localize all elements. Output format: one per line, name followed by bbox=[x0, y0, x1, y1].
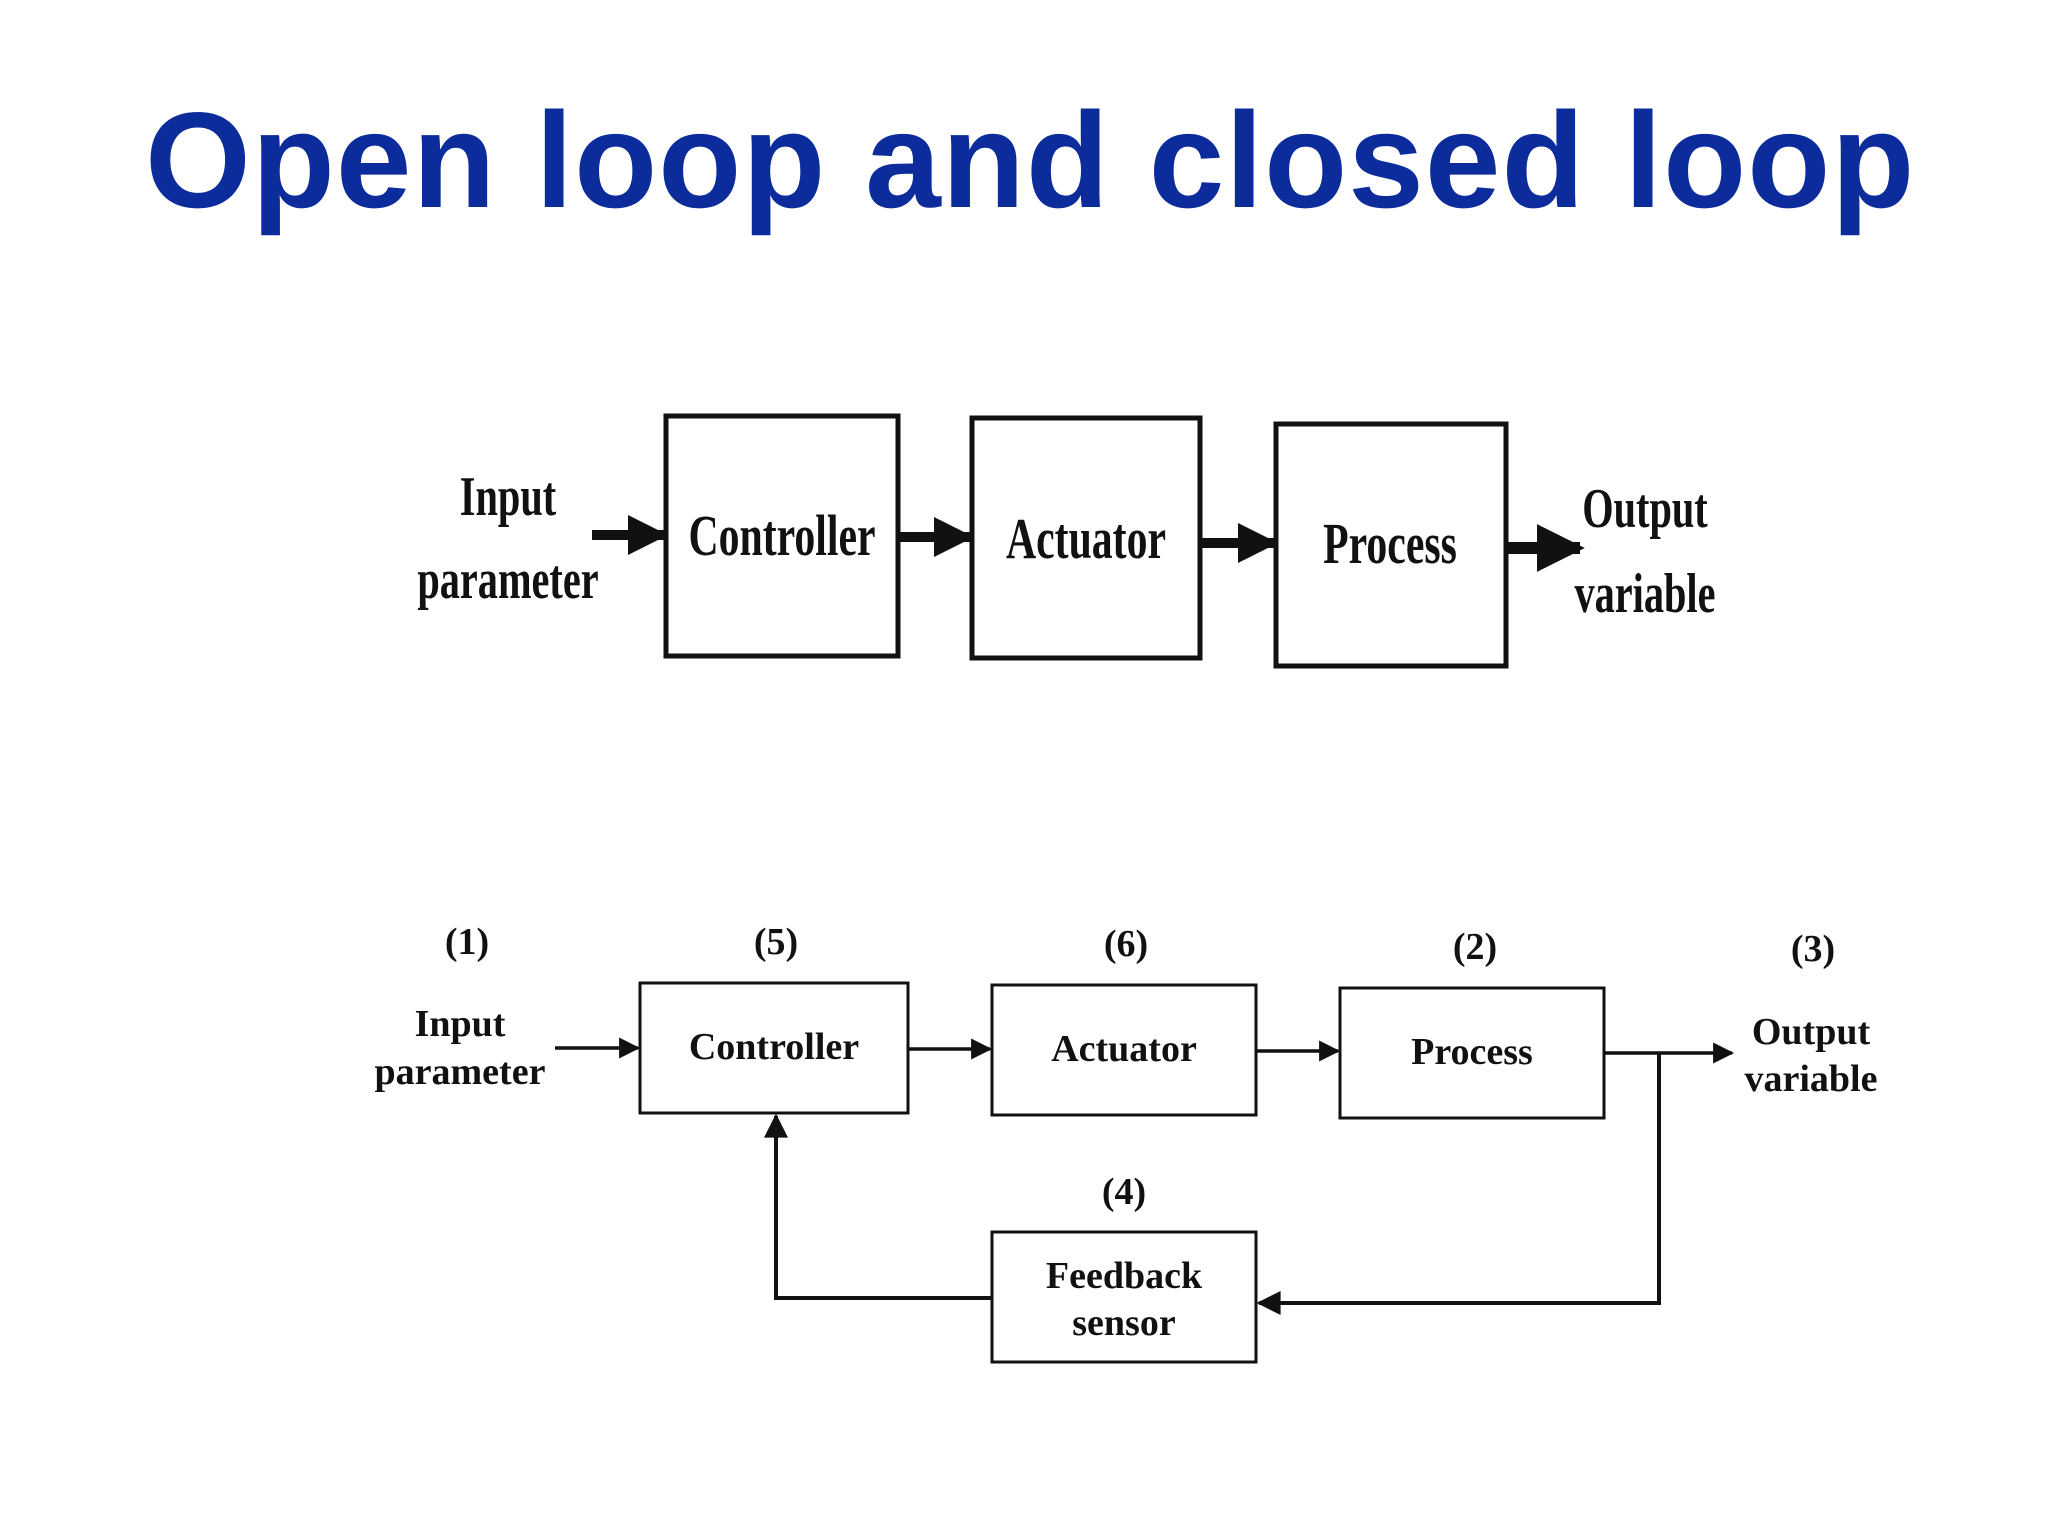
open-input-label-line1: Input bbox=[460, 466, 557, 528]
feedback-sensor-block bbox=[990, 1230, 1258, 1364]
closed-controller-label: Controller bbox=[689, 1026, 859, 1068]
feedback-sensor-label-line1: Feedback bbox=[1046, 1255, 1203, 1297]
feedback-number: (4) bbox=[1102, 1171, 1146, 1213]
open-actuator-label: Actuator bbox=[1006, 506, 1166, 570]
closed-loop-diagram: (1) (5) (6) (2) (3) Input parameter Cont… bbox=[375, 921, 1878, 1364]
open-controller-label: Controller bbox=[688, 503, 875, 567]
closed-output-label-line2: variable bbox=[1745, 1058, 1878, 1100]
feedback-to-controller-line bbox=[764, 1113, 992, 1300]
feedback-return-line bbox=[1256, 1053, 1661, 1315]
feedback-sensor-label-line2: sensor bbox=[1072, 1302, 1176, 1344]
slide-title: Open loop and closed loop bbox=[145, 84, 1916, 236]
open-loop-diagram: Input parameter Controller Actuator Proc… bbox=[417, 413, 1716, 669]
closed-actuator-block bbox=[990, 983, 1258, 1117]
closed-actuator-number: (6) bbox=[1104, 923, 1148, 965]
closed-input-label-line1: Input bbox=[415, 1003, 506, 1045]
closed-output-number: (3) bbox=[1791, 928, 1835, 970]
open-controller-block bbox=[663, 413, 901, 659]
closed-process-number: (2) bbox=[1453, 926, 1497, 968]
closed-controller-number: (5) bbox=[754, 921, 798, 963]
closed-output-label-line1: Output bbox=[1752, 1011, 1871, 1053]
open-actuator-block bbox=[969, 415, 1203, 661]
closed-input-number: (1) bbox=[445, 921, 489, 963]
closed-process-block bbox=[1338, 986, 1606, 1120]
open-input-label-line2: parameter bbox=[417, 549, 598, 611]
open-output-label-line1: Output bbox=[1582, 478, 1708, 540]
closed-input-label-line2: parameter bbox=[375, 1051, 546, 1093]
closed-actuator-label: Actuator bbox=[1051, 1028, 1197, 1070]
open-process-label: Process bbox=[1323, 511, 1457, 575]
closed-process-label: Process bbox=[1411, 1031, 1533, 1073]
open-output-label-line2: variable bbox=[1574, 563, 1715, 625]
